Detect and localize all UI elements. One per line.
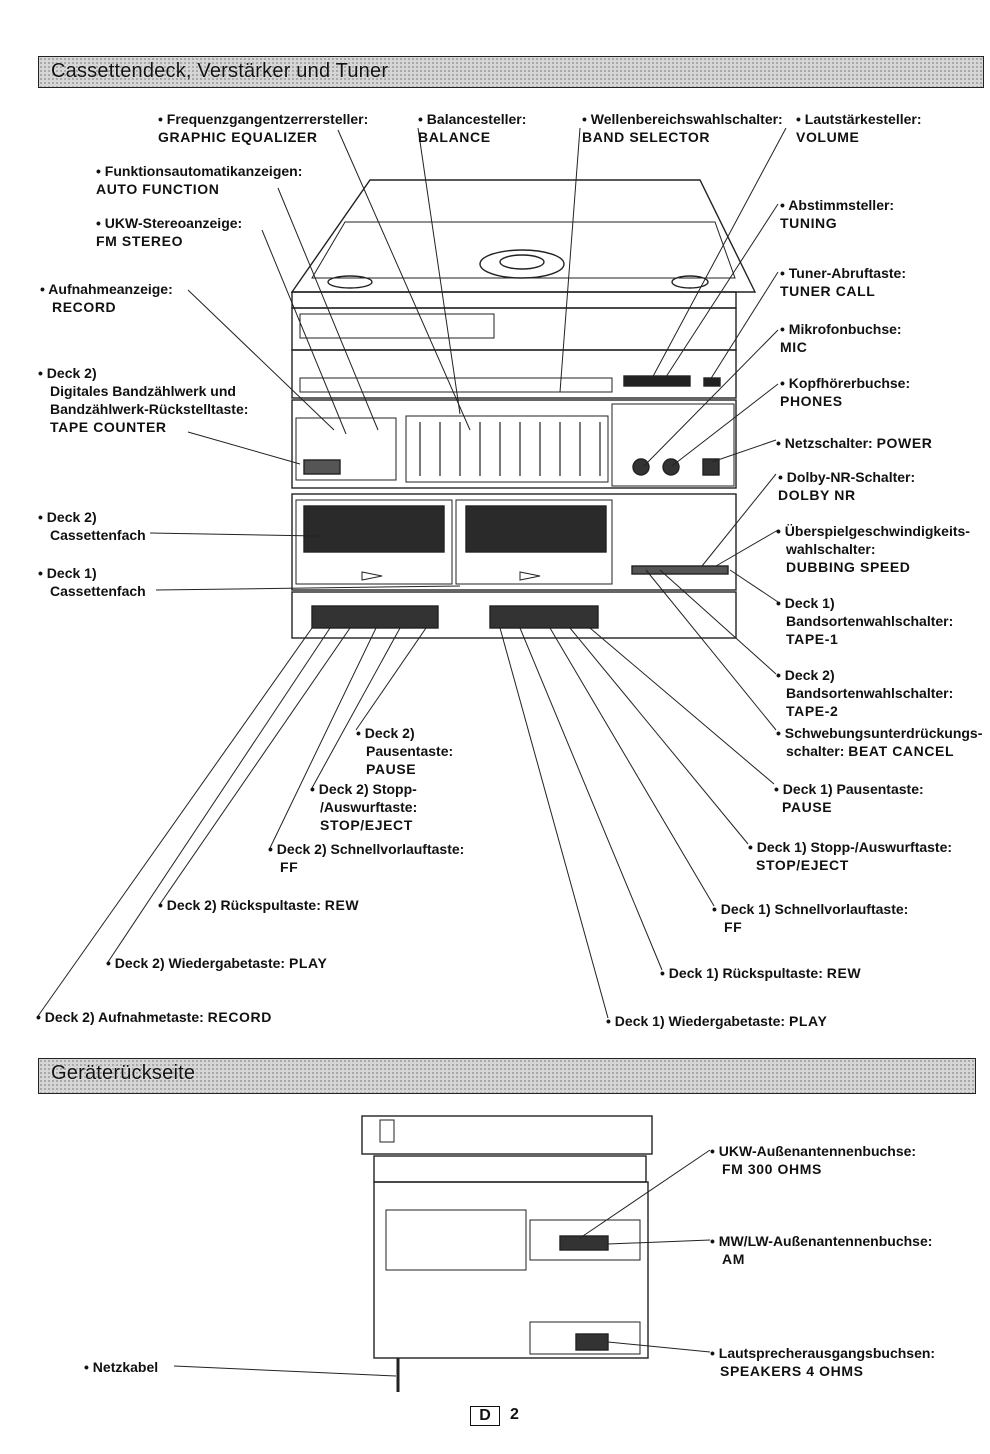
turntable-platter	[479, 249, 565, 279]
label-fm-stereo: • UKW-Stereoanzeige: FM STEREO	[96, 215, 243, 249]
label-phones: • Kopfhörerbuchse: PHONES	[780, 375, 911, 409]
label-am-antenna: • MW/LW-Außenantennenbuchse: AM	[710, 1233, 933, 1267]
turntable-lid	[290, 179, 757, 293]
label-speakers: • Lautsprecherausgangsbuchsen: SPEAKERS …	[710, 1345, 936, 1379]
label-volume: • Lautstärkesteller: VOLUME	[796, 111, 922, 145]
deck-1-keys	[489, 605, 599, 629]
label-band-selector: • Wellenbereichswahlschalter: BAND SELEC…	[582, 111, 783, 145]
label-auto-function: • Funktionsautomatikanzeigen: AUTO FUNCT…	[96, 163, 303, 197]
label-deck2-record: • Deck 2) Aufnahmetaste: RECORD	[36, 1009, 272, 1025]
label-tuner-call: • Tuner-Abruftaste: TUNER CALL	[780, 265, 906, 299]
label-equalizer: • Frequenzgangentzerrersteller: GRAPHIC …	[158, 111, 369, 145]
phones-jack	[662, 458, 680, 476]
rear-panel-drawing	[361, 1115, 653, 1392]
label-deck1-play: • Deck 1) Wiedergabetaste: PLAY	[606, 1013, 828, 1029]
label-power-cord: • Netzkabel	[84, 1359, 159, 1375]
label-deck1-ff: • Deck 1) Schnellvorlauftaste: FF	[712, 901, 909, 935]
label-tape-2: • Deck 2) Bandsortenwahlschalter: TAPE-2	[776, 667, 954, 719]
label-dolby: • Dolby-NR-Schalter: DOLBY NR	[778, 469, 916, 503]
page-number: 2	[510, 1406, 519, 1423]
label-deck2-stop: • Deck 2) Stopp- /Auswurftaste: STOP/EJE…	[310, 781, 418, 833]
label-deck1-stop: • Deck 1) Stopp-/Auswurftaste: STOP/EJEC…	[748, 839, 953, 873]
section-banner-front: Cassettendeck, Verstärker und Tuner	[38, 56, 984, 88]
label-power: • Netzschalter: POWER	[776, 435, 933, 451]
mic-jack	[632, 458, 650, 476]
section-title-rear: Geräterückseite	[51, 1062, 196, 1084]
label-dubbing-speed: • Überspielgeschwindigkeits- wahlschalte…	[776, 523, 970, 575]
section-banner-rear: Geräterückseite	[38, 1058, 976, 1094]
label-mic: • Mikrofonbuchse: MIC	[780, 321, 902, 355]
cassette-decks	[291, 493, 737, 591]
label-tape-1: • Deck 1) Bandsortenwahlschalter: TAPE-1	[776, 595, 954, 647]
transport-panel	[291, 591, 737, 639]
label-deck1-rew: • Deck 1) Rückspultaste: REW	[660, 965, 862, 981]
equalizer-panel	[291, 399, 737, 489]
power-switch	[702, 458, 720, 476]
label-balance: • Balancesteller: BALANCE	[418, 111, 527, 145]
label-record-indicator: • Aufnahmeanzeige: RECORD	[40, 281, 173, 315]
deck-2-keys	[311, 605, 439, 629]
label-beat-cancel: • Schwebungsunterdrückungs- schalter: BE…	[776, 725, 983, 759]
antenna-terminals	[559, 1235, 609, 1251]
label-deck2-holder: • Deck 2) Cassettenfach	[38, 509, 146, 543]
label-deck2-pause: • Deck 2) Pausentaste: PAUSE	[356, 725, 454, 777]
label-deck2-rew: • Deck 2) Rückspultaste: REW	[158, 897, 360, 913]
label-fm-antenna: • UKW-Außenantennenbuchse: FM 300 OHMS	[710, 1143, 917, 1177]
label-deck2-play: • Deck 2) Wiedergabetaste: PLAY	[106, 955, 328, 971]
amplifier-panel	[291, 349, 737, 399]
label-deck2-ff: • Deck 2) Schnellvorlauftaste: FF	[268, 841, 465, 875]
counter-display	[295, 417, 397, 481]
section-title-front: Cassettendeck, Verstärker und Tuner	[51, 60, 389, 82]
deck-2	[295, 499, 453, 585]
speaker-terminals	[575, 1333, 609, 1351]
page-letter-box: D	[470, 1406, 500, 1426]
label-deck1-pause: • Deck 1) Pausentaste: PAUSE	[774, 781, 924, 815]
deck-1	[455, 499, 613, 585]
label-tuning: • Abstimmsteller: TUNING	[780, 197, 895, 231]
label-tape-counter: • Deck 2) Digitales Bandzählwerk und Ban…	[38, 365, 249, 435]
label-deck1-holder: • Deck 1) Cassettenfach	[38, 565, 146, 599]
top-strip	[291, 291, 737, 309]
graphic-equalizer	[405, 415, 609, 483]
